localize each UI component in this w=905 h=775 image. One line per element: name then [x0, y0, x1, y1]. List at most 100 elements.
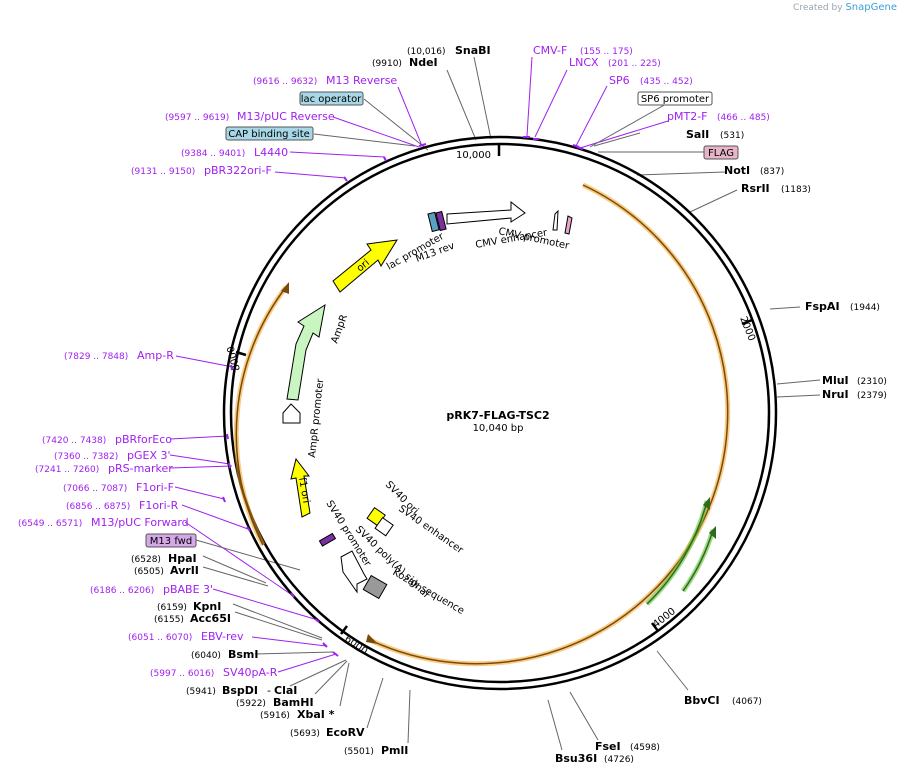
orange-feature-left-line	[235, 286, 287, 546]
primer-marks	[222, 136, 584, 657]
enzyme-pos-bsu36i: (4726)	[604, 755, 634, 765]
flag-label: FLAG	[708, 148, 734, 159]
enzyme-pos-hpai: (6528)	[131, 555, 161, 565]
primer-lncx: LNCX	[569, 56, 599, 69]
primer-pos-pbrforeco: (7420 .. 7438)	[42, 436, 106, 446]
enzyme-pos-noti: (837)	[760, 167, 784, 177]
snapgene-logo: SnapGene	[845, 2, 897, 13]
ampr-promoter-label: AmpR promoter	[307, 377, 326, 458]
primer-m13-puc-forward: M13/pUC Forward	[91, 516, 189, 529]
primer-pgex-3: pGEX 3'	[127, 449, 171, 462]
plasmid-size: 10,040 bp	[473, 423, 524, 434]
primer-positions: (155 .. 175) (201 .. 225) (435 .. 452) (…	[18, 47, 770, 679]
ampr-promoter-feature	[282, 403, 301, 424]
sv40-enhancer-label: SV40 enhancer	[396, 503, 465, 556]
primer-pos-pmt2-f: (466 .. 485)	[717, 113, 770, 123]
enzyme-fspai: FspAI	[805, 300, 840, 313]
enzyme-pos-pmli: (5501)	[344, 747, 374, 757]
snapgene-credit: Created by SnapGene	[793, 2, 897, 13]
tick-label-6000: 6000	[342, 634, 369, 658]
enzyme-clai: ClaI	[274, 684, 297, 697]
f1-ori-label: f1 ori	[296, 477, 311, 505]
primer-pos-pbabe-3: (6186 .. 6206)	[90, 586, 154, 596]
enzyme-bspdi: BspDI	[222, 684, 258, 697]
primer-prs-marker: pRS-marker	[108, 462, 173, 475]
primer-pbabe-3: pBABE 3'	[163, 583, 213, 596]
enzyme-bbvci: BbvCI	[684, 694, 720, 707]
green-feature-2-arrowhead	[709, 526, 716, 539]
primer-pbr322ori-f: pBR322ori-F	[204, 164, 272, 177]
green-feature-1-line	[646, 500, 708, 605]
primer-pos-ebv-rev: (6051 .. 6070)	[128, 633, 192, 643]
ampr-label: AmpR	[329, 313, 350, 345]
m13-fwd-label: M13 fwd	[150, 536, 192, 547]
enzyme-ndei: NdeI	[409, 56, 438, 69]
enzyme-kpni: KpnI	[193, 600, 221, 613]
enzyme-pos-fsei: (4598)	[630, 743, 660, 753]
orange-feature-arrowhead	[366, 634, 378, 644]
enzyme-leaders	[202, 56, 821, 751]
m13-fwd-box	[145, 533, 197, 548]
primer-pos-f1ori-f: (7066 .. 7087)	[63, 484, 127, 494]
green-feature-1-arrowhead	[703, 497, 710, 510]
primer-labels: CMV-F LNCX SP6 pMT2-F M13 Reverse M13/pU…	[91, 44, 708, 679]
sv40-labels: SV40 ori SV40 enhancer SV40 promoter SV4…	[323, 479, 465, 617]
enzyme-bsu36i: Bsu36I	[555, 752, 597, 765]
primer-l4440: L4440	[254, 146, 288, 159]
primer-pos-pgex-3: (7360 .. 7382)	[54, 452, 118, 462]
enzyme-snabi: SnaBI	[455, 44, 491, 57]
enzyme-positions: (10,016) (9910) (531) (837) (1183) (1944…	[131, 47, 887, 765]
enzyme-ecorv: EcoRV	[326, 726, 365, 739]
primer-amp-r: Amp-R	[137, 349, 174, 362]
cmv-promoter-feature	[552, 209, 559, 231]
enzyme-pos-ndei: (9910)	[372, 59, 402, 69]
primer-leaders	[169, 56, 669, 673]
backbone-outer	[222, 135, 778, 691]
enzyme-pos-nrui: (2379)	[857, 391, 887, 401]
primer-f1ori-r: F1ori-R	[139, 499, 179, 512]
enzyme-pos-bbvci: (4067)	[732, 697, 762, 707]
enzyme-sali: SalI	[686, 128, 709, 141]
enzyme-avrii: AvrII	[170, 564, 199, 577]
sv40-enhancer-feature	[374, 516, 394, 537]
primer-pos-amp-r: (7829 .. 7848)	[64, 352, 128, 362]
primer-pos-pbr322ori-f: (9131 .. 9150)	[131, 167, 195, 177]
enzyme-mlui: MluI	[822, 374, 849, 387]
enzyme-labels: SnaBI NdeI SalI NotI RsrII FspAI MluI Nr…	[168, 44, 849, 765]
primer-pos-m13-puc-forward: (6549 .. 6571)	[18, 519, 82, 529]
enzyme-pos-fspai: (1944)	[850, 303, 880, 313]
primer-m13-puc-reverse: M13/pUC Reverse	[237, 110, 335, 123]
primer-pos-prs-marker: (7241 .. 7260)	[35, 465, 99, 475]
lac-operator-box	[299, 91, 364, 106]
tick-label-10000: 10,000	[456, 150, 491, 161]
primer-pos-sp6: (435 .. 452)	[640, 77, 693, 87]
flag-feature	[564, 215, 573, 235]
sv40-polya-feature	[362, 574, 388, 600]
primer-pos-lncx: (201 .. 225)	[608, 59, 661, 69]
tick-label-2000: 2000	[737, 315, 757, 343]
primer-pos-m13-puc-reverse: (9597 .. 9619)	[165, 113, 229, 123]
enzyme-pos-avrii: (6505)	[134, 567, 164, 577]
primer-sv40pa-r: SV40pA-R	[223, 666, 278, 679]
primer-pos-sv40pa-r: (5997 .. 6016)	[150, 669, 214, 679]
enzyme-pos-bamhi: (5922)	[236, 699, 266, 709]
box-leaders	[195, 98, 704, 571]
cap-site-box	[225, 126, 314, 141]
f1-ori-feature	[290, 457, 311, 518]
primer-cmv-f: CMV-F	[533, 44, 567, 57]
enzyme-pos-acc65i: (6155)	[154, 615, 184, 625]
enzyme-pmli: PmlI	[381, 744, 408, 757]
enzyme-pos-snabi: (10,016)	[407, 47, 446, 57]
enzyme-fsei: FseI	[595, 740, 621, 753]
lac-operator-label: lac operator	[301, 94, 362, 105]
cmv-enhancer-feature	[446, 200, 526, 225]
enzyme-bsmi: BsmI	[228, 648, 259, 661]
enzyme-rsrii: RsrII	[741, 182, 770, 195]
credit-created-by: Created by	[793, 3, 843, 13]
enzyme-pos-sali: (531)	[720, 131, 744, 141]
kozak-label: Kozak sequence	[391, 567, 466, 617]
ori-feature	[332, 239, 398, 293]
orange-feature-left-arrowhead	[281, 282, 289, 294]
enzyme-pos-rsrii: (1183)	[781, 185, 811, 195]
